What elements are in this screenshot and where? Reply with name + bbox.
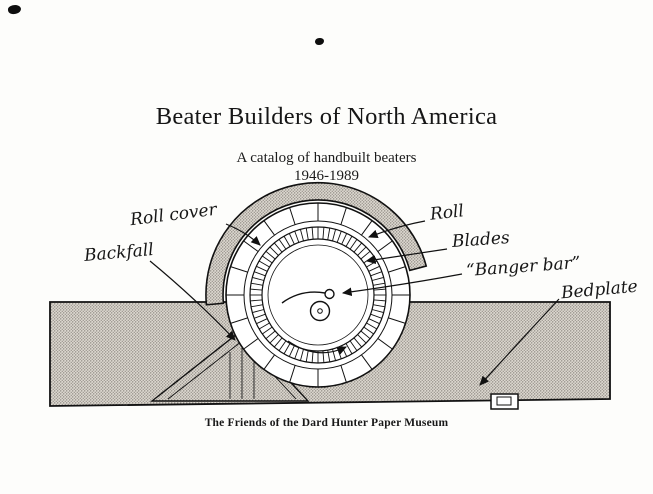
page-title: Beater Builders of North America [155, 103, 498, 130]
banger-bar-part [281, 291, 326, 304]
beater-roll [225, 202, 411, 388]
bedplate-arrow [479, 298, 560, 386]
roll-spokes [226, 203, 410, 387]
roll-axle [309, 300, 331, 322]
page-subtitle: A catalog of handbuilt beaters [236, 150, 417, 166]
page-years: 1946-1989 [294, 168, 359, 184]
tub-fitting [490, 393, 519, 410]
roll-arrow [367, 220, 426, 238]
rotation-arrow [287, 340, 347, 355]
scan-artifact-top-center [315, 38, 324, 45]
callout-arrows [149, 220, 560, 386]
backfall-arrow [149, 260, 236, 341]
label-roll: Roll [429, 201, 465, 225]
blades-arrow [365, 248, 448, 265]
label-blades: Blades [451, 228, 511, 252]
roll-cover-hood [205, 181, 428, 306]
roll-cover-arrow [225, 223, 261, 246]
banger-bar-arrow [341, 273, 463, 297]
page-caption: The Friends of the Dard Hunter Paper Mus… [204, 417, 449, 429]
